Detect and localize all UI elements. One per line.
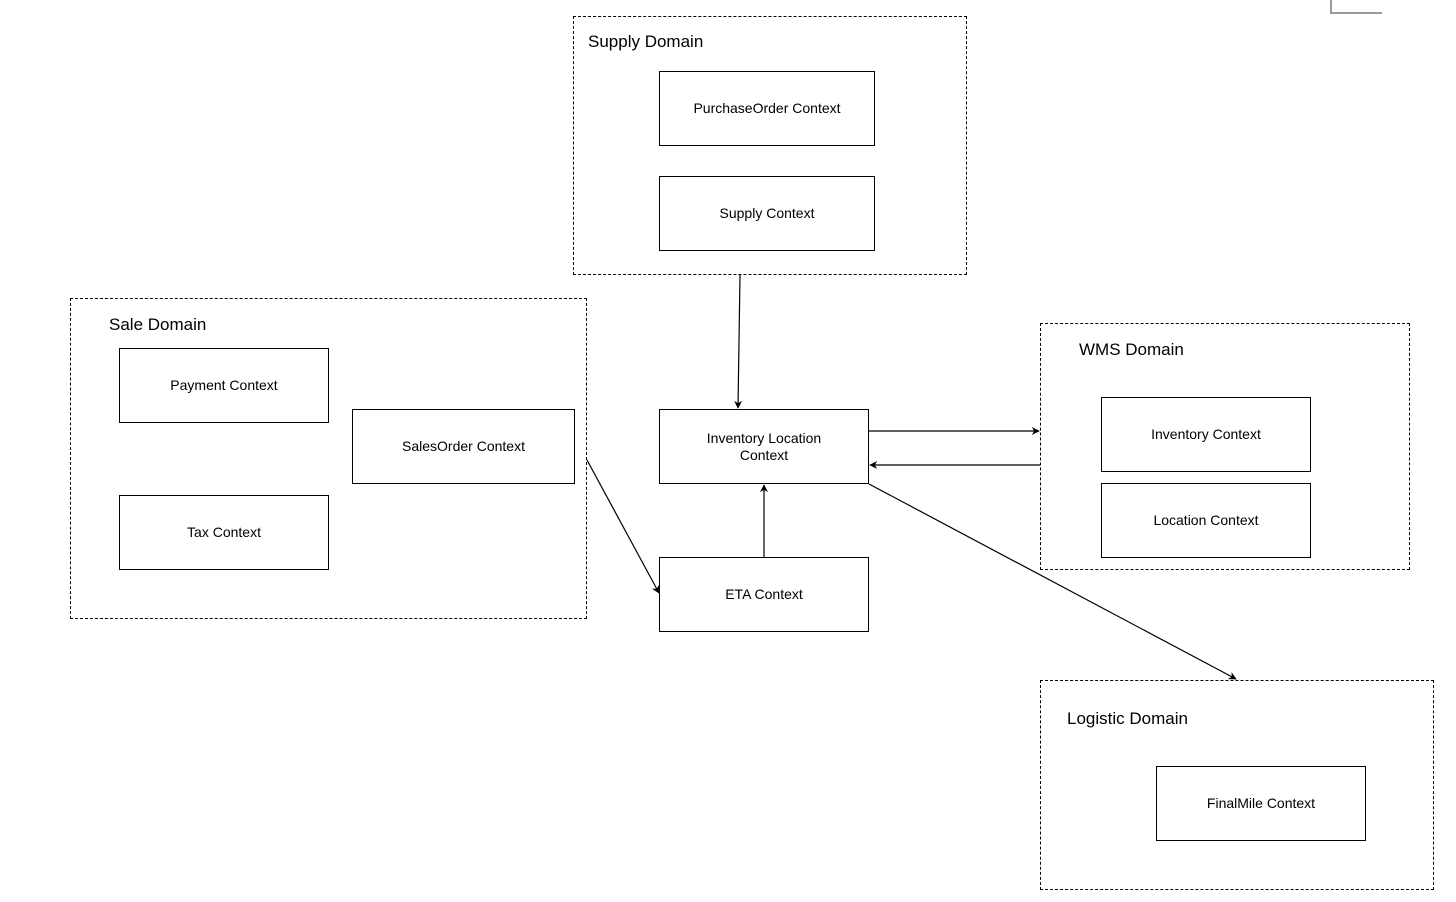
logistic-domain[interactable]: Logistic Domain xyxy=(1040,680,1434,890)
location-context-label: Location Context xyxy=(1153,512,1259,528)
logistic-domain-title: Logistic Domain xyxy=(1067,709,1188,728)
arrow-sale-domain-to-eta xyxy=(586,459,660,594)
inventory-location-context-label-line-1: Inventory Location xyxy=(706,429,822,446)
supply-context[interactable]: Supply Context xyxy=(659,176,875,251)
inventory-context[interactable]: Inventory Context xyxy=(1101,397,1311,472)
final-mile-context-label: FinalMile Context xyxy=(1206,795,1316,811)
arrow-supply-domain-to-inventory-location xyxy=(734,274,743,409)
inventory-context-label: Inventory Context xyxy=(1151,426,1261,442)
inventory-location-context-label-line-2: Context xyxy=(739,446,789,463)
tax-context[interactable]: Tax Context xyxy=(119,495,329,570)
sale-domain[interactable]: Sale Domain xyxy=(70,298,587,619)
sale-domain-title: Sale Domain xyxy=(109,315,207,334)
eta-context[interactable]: ETA Context xyxy=(659,557,869,632)
tax-context-label: Tax Context xyxy=(187,524,261,540)
purchase-order-context[interactable]: PurchaseOrder Context xyxy=(659,71,875,146)
payment-context[interactable]: Payment Context xyxy=(119,348,329,423)
location-context[interactable]: Location Context xyxy=(1101,483,1311,558)
supply-domain[interactable]: Supply Domain xyxy=(573,16,967,275)
canvas-corner-mark xyxy=(1330,0,1382,14)
final-mile-context[interactable]: FinalMile Context xyxy=(1156,766,1366,841)
inventory-location-context[interactable]: Inventory Location Context xyxy=(659,409,869,484)
sales-order-context-label: SalesOrder Context xyxy=(402,438,525,454)
supply-domain-title: Supply Domain xyxy=(588,32,704,51)
wms-domain-title: WMS Domain xyxy=(1079,340,1184,359)
sales-order-context[interactable]: SalesOrder Context xyxy=(352,409,575,484)
supply-context-label: Supply Context xyxy=(719,205,815,221)
purchase-order-context-label: PurchaseOrder Context xyxy=(693,100,841,116)
payment-context-label: Payment Context xyxy=(170,377,278,393)
eta-context-label: ETA Context xyxy=(725,586,803,602)
